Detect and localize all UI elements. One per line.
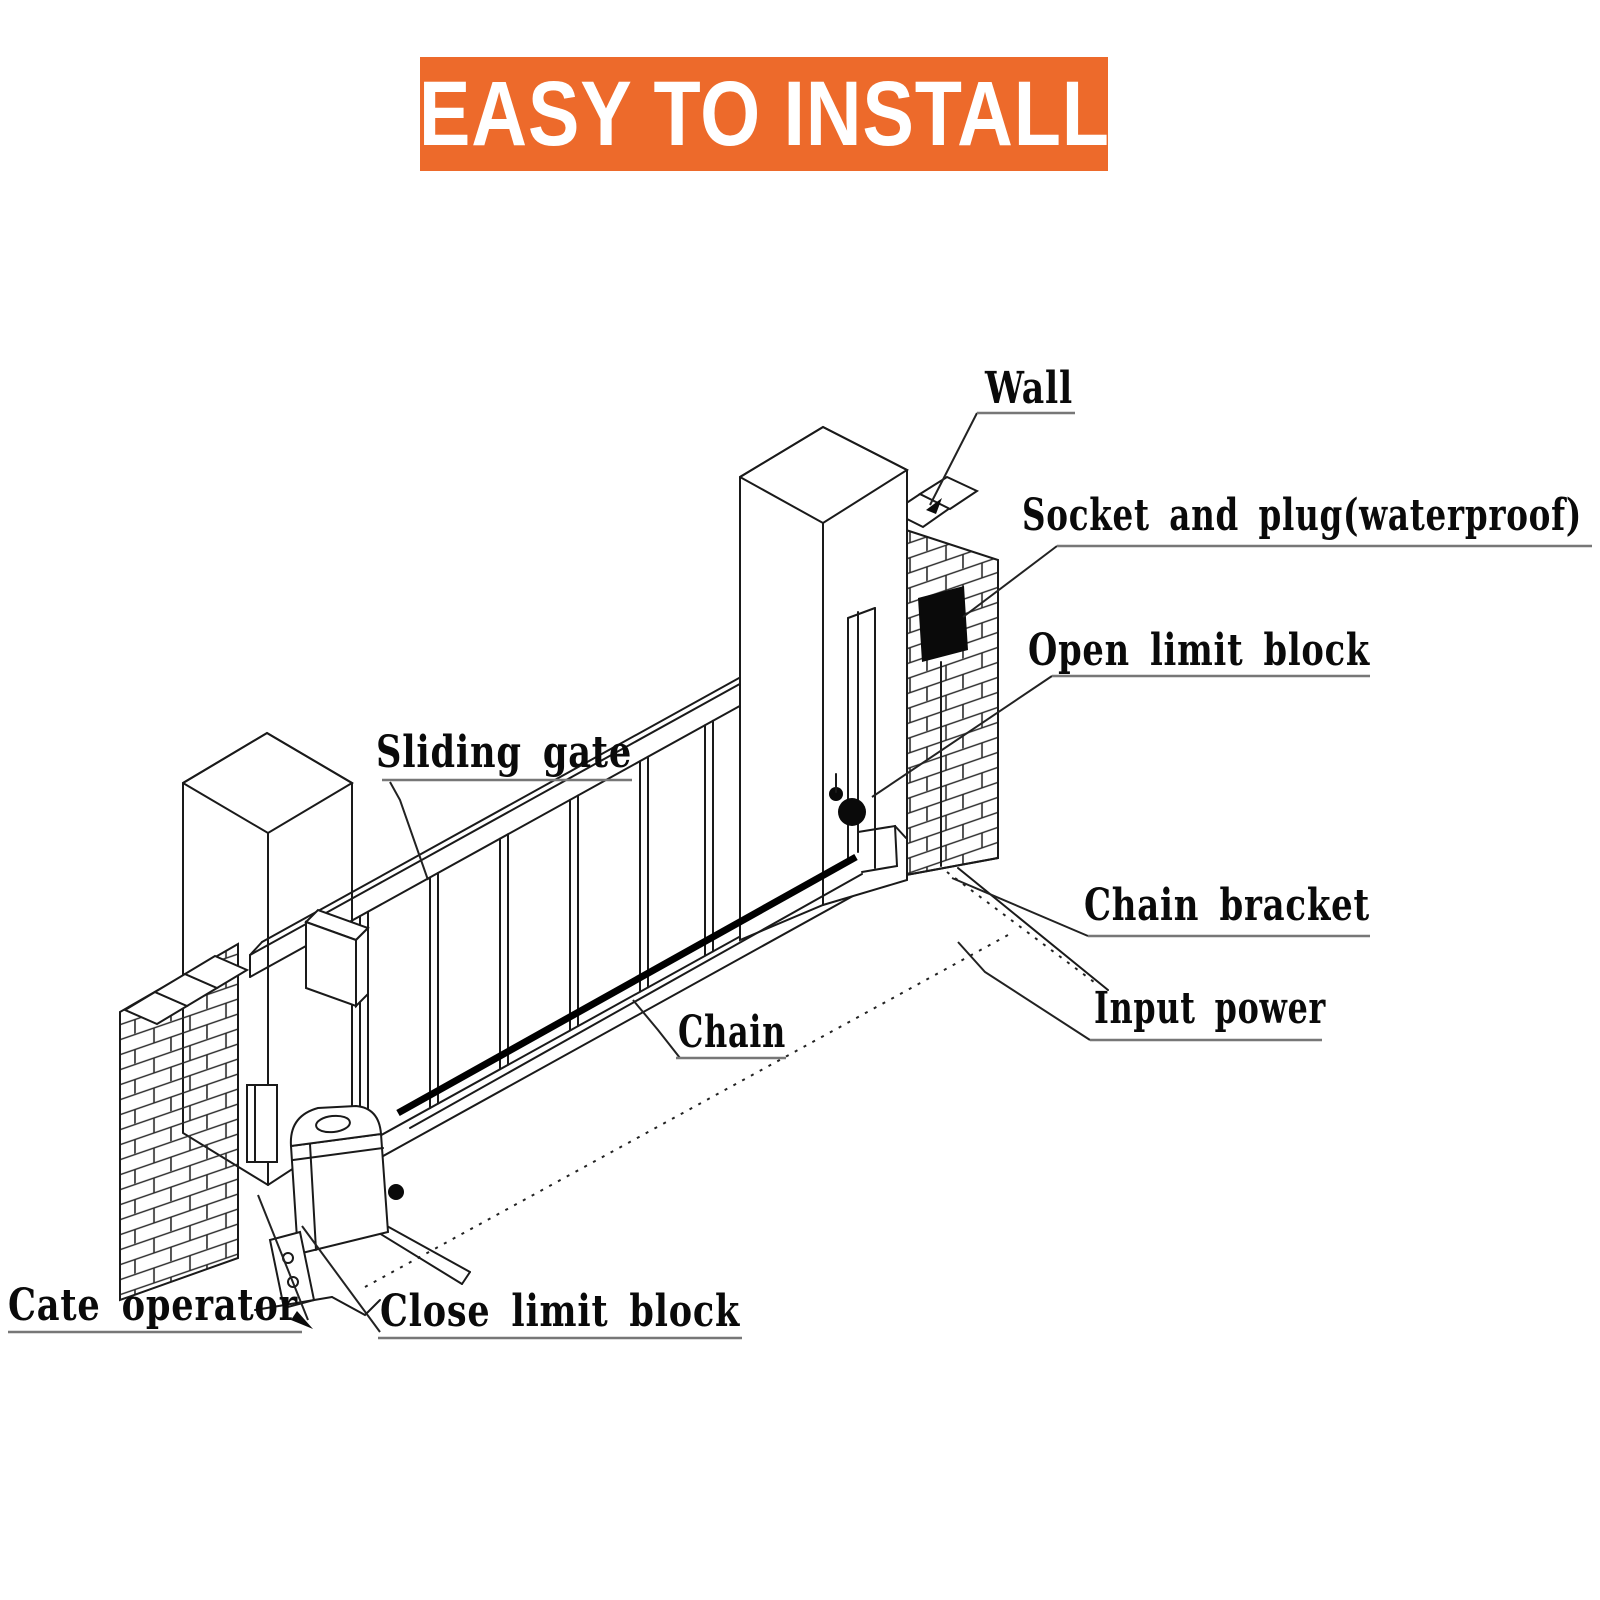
label-texts: Wall Socket and plug(waterproof) Open li… (8, 363, 1592, 1340)
gate-operator-drawing (254, 1104, 471, 1311)
wall-drawing (891, 475, 999, 877)
label-sliding-gate: Sliding gate (376, 727, 632, 778)
chain-bracket-drawing (857, 824, 907, 873)
banner: EASY TO INSTALL (418, 57, 1110, 171)
ground-lines (364, 934, 1009, 1288)
label-input-power: Input power (1094, 983, 1326, 1034)
label-socket-and-plug: Socket and plug(waterproof) (1022, 490, 1582, 541)
label-wall: Wall (984, 363, 1073, 414)
input-power-cable-drawing (905, 661, 1109, 991)
label-close-limit-block: Close limit block (380, 1286, 740, 1337)
rail-guide-bracket-drawing (304, 908, 370, 1009)
right-pillar-drawing (739, 425, 910, 942)
open-limit-block-drawing (829, 773, 866, 826)
label-leader-lines (257, 412, 1091, 1333)
socket-drawing (918, 586, 968, 662)
label-chain-bracket: Chain bracket (1084, 880, 1370, 931)
label-chain: Chain (678, 1007, 786, 1058)
label-gate-operator: Cate operator (8, 1280, 298, 1331)
label-open-limit-block: Open limit block (1028, 625, 1370, 676)
left-wall-drawing (119, 942, 250, 1302)
banner-title: EASY TO INSTALL (418, 63, 1110, 165)
pillar-guide-plate-drawing (246, 1084, 278, 1163)
chain-drawing (396, 853, 863, 1129)
close-limit-block-drawing (331, 1296, 381, 1317)
